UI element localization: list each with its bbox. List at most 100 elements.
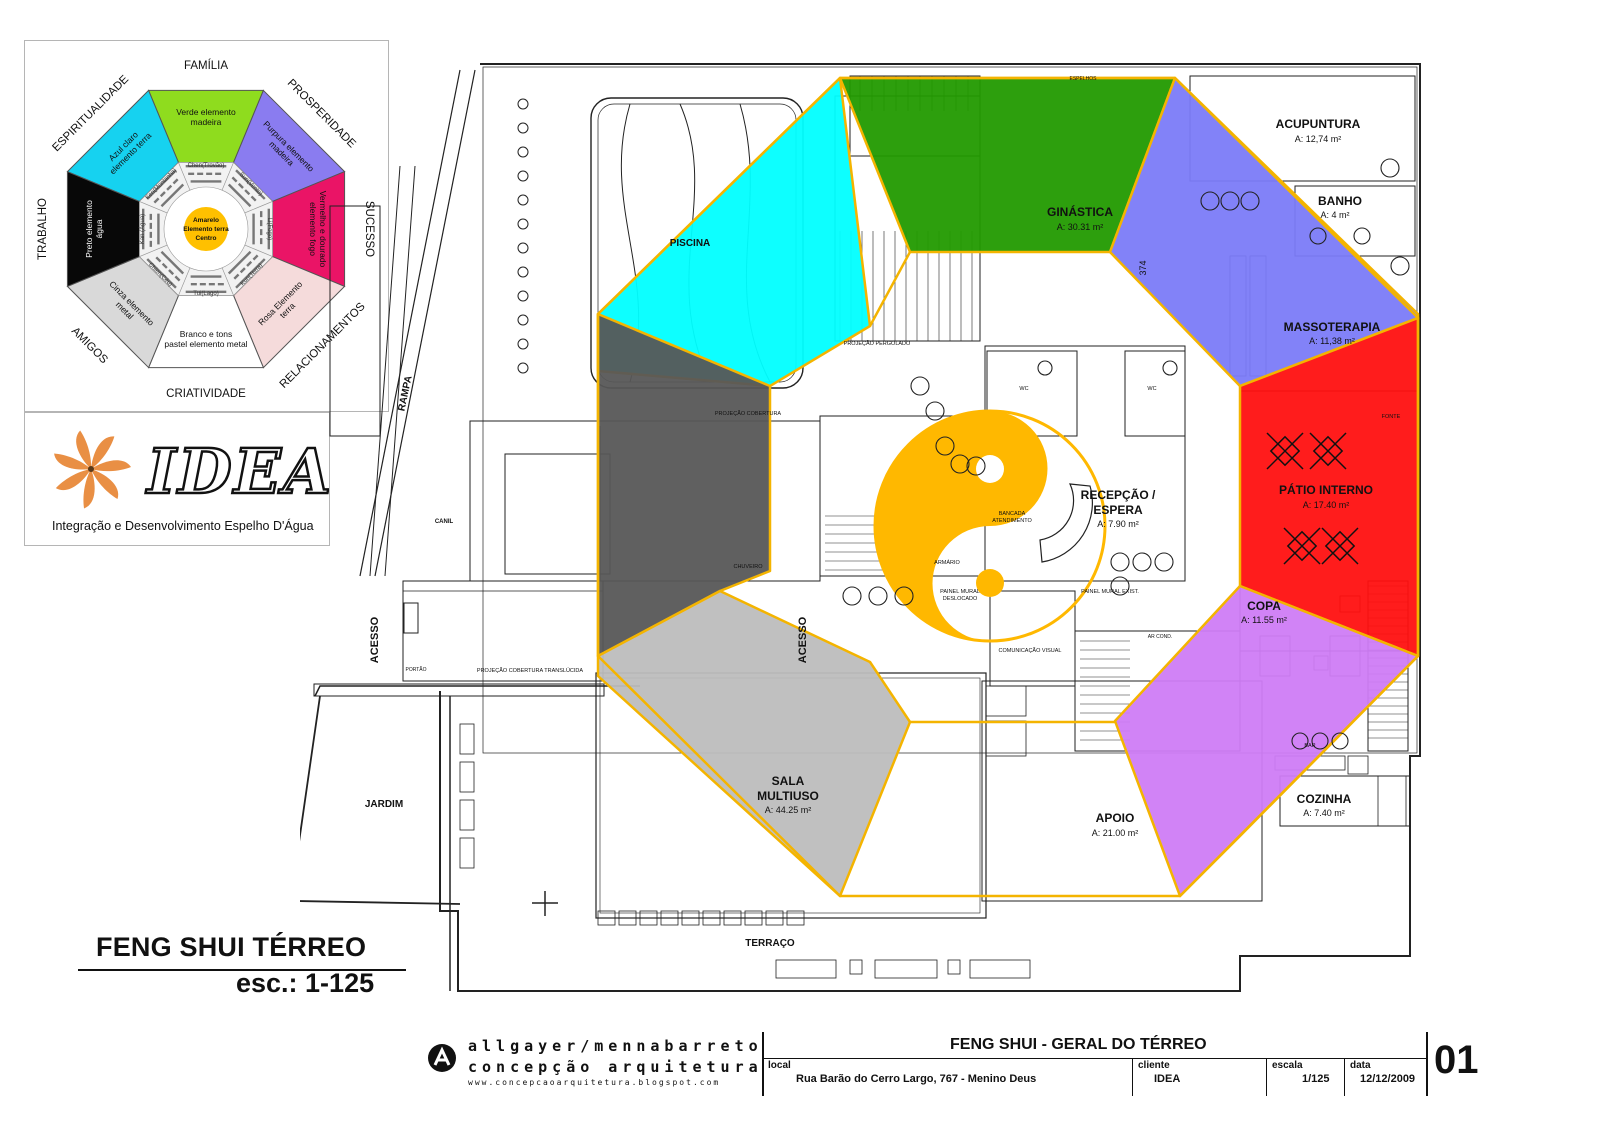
room-banho-area: A: 4 m²: [1320, 210, 1349, 220]
chair: [950, 454, 970, 474]
chair: [966, 456, 986, 476]
tb-divider: [762, 1058, 1426, 1059]
bagua-trigram-line: [231, 254, 259, 282]
room-patio: PÁTIO INTERNO: [1279, 482, 1373, 497]
logo-panel: IDEA Integração e Desenvolvimento Espelh…: [24, 412, 332, 546]
bagua-trigram-line: [235, 258, 266, 289]
ramp-edge: [384, 165, 416, 577]
reception-counter: [1039, 483, 1093, 563]
data-label: data: [1350, 1060, 1371, 1071]
bagua-trigram-line: [146, 258, 177, 289]
zone-sala: [596, 589, 912, 898]
ramp-edge: [369, 165, 401, 577]
note-bar: BAR: [1304, 743, 1315, 749]
bagua-trigram-line: [227, 250, 252, 275]
note-painel-exist: PAINEL MURAL EXIST.: [1081, 589, 1139, 595]
note-comunicacao: COMUNICAÇÃO VISUAL: [999, 647, 1062, 654]
sheet-title: FENG SHUI - GERAL DO TÉRREO: [950, 1036, 1207, 1053]
room-sala-line1: SALA: [772, 774, 805, 788]
note-armario: ARMÁRIO: [934, 559, 960, 566]
plan-scale: esc.: 1-125: [236, 968, 375, 998]
patio-table: [1321, 527, 1359, 565]
bagua-trigram-line: [153, 254, 181, 282]
bagua-trigram-line: [160, 183, 185, 208]
room-copa: COPA: [1247, 599, 1281, 613]
logo-petal: [83, 469, 95, 509]
note-fonte: FONTE: [1382, 414, 1401, 420]
logo-tagline: Integração e Desenvolvimento Espelho D'Á…: [52, 518, 314, 533]
bagua-trigram-line: [231, 176, 259, 204]
terrace-box: [947, 959, 961, 975]
ramp-edge: [359, 69, 461, 577]
tb-divider: [1132, 1058, 1133, 1096]
toilet: [1309, 227, 1327, 245]
patio-table: [1283, 527, 1321, 565]
bagua-trigram-line: [146, 169, 177, 200]
data-value: 12/12/2009: [1360, 1073, 1416, 1085]
local-value: Rua Barão do Cerro Largo, 767 - Menino D…: [796, 1073, 1037, 1085]
bagua-trigram-top: Chen(Trovão): [188, 163, 225, 169]
terrace-box: [639, 910, 658, 926]
zone-octagon-outline: [596, 76, 1420, 898]
planter: [517, 122, 529, 134]
yin-yang-dot: [976, 455, 1004, 483]
kitchen-fixture: [1377, 775, 1407, 827]
terrace-box: [681, 910, 700, 926]
room-sala-line2: MULTIUSO: [757, 789, 819, 803]
yin-yang-dot: [976, 569, 1004, 597]
terrace-bench: [874, 959, 938, 979]
planter: [517, 98, 529, 110]
planter: [517, 242, 529, 254]
bagua-trigram-left: Kan (Água): [139, 214, 146, 244]
room-recepcao-line2: ESPERA: [1093, 503, 1143, 517]
tb-divider: [762, 1032, 764, 1096]
wc-2: [1124, 350, 1186, 437]
logo-petal: [55, 469, 91, 491]
note-wc-2: WC: [1147, 386, 1156, 392]
note-bancada-2: ATENDIMENTO: [992, 518, 1032, 524]
room-banho: BANHO: [1318, 194, 1362, 208]
terrace-box: [618, 910, 637, 926]
bagua-direction-bottom_left: AMIGOS: [69, 325, 110, 366]
logo-petal: [76, 430, 92, 469]
terrace-box: [744, 910, 763, 926]
bar-stool: [1311, 732, 1329, 750]
bagua-direction-left: TRABALHO: [37, 198, 49, 260]
note-ar-cond: AR COND.: [1148, 634, 1172, 640]
bagua-trigram-line: [227, 183, 252, 208]
planter: [517, 362, 529, 374]
tb-divider: [1344, 1058, 1345, 1096]
cliente-value: IDEA: [1154, 1073, 1181, 1085]
bagua-sector-label-right: Vermelho e douradoelemento fogo: [308, 191, 328, 268]
bagua-center-label: Elemento terra: [183, 226, 229, 233]
garden-bench: [459, 799, 475, 831]
dimension-374: 374: [1138, 260, 1148, 275]
terrace-bench: [969, 959, 1031, 979]
room-ginastica-area: A: 30.31 m²: [1057, 222, 1104, 232]
gate: [403, 602, 419, 634]
bagua-trigram-line: [235, 169, 266, 200]
terrace-beam: [313, 683, 605, 697]
planter: [517, 146, 529, 158]
lavatorio: [985, 720, 1027, 757]
canil-room: [504, 453, 611, 575]
note-espelhos: ESPELHOS: [1070, 76, 1098, 82]
room-acesso-right: ACESSO: [797, 616, 809, 663]
chuveiro: [985, 685, 1027, 717]
room-massoterapia-area: A: 11,38 m²: [1309, 336, 1355, 346]
stove: [1347, 755, 1369, 775]
chair: [910, 376, 930, 396]
note-cobertura: PROJEÇÃO COBERTURA: [715, 410, 782, 417]
room-terraco: TERRAÇO: [745, 938, 795, 949]
cliente-label: cliente: [1138, 1060, 1170, 1071]
logo-center: [88, 466, 94, 472]
note-portao: PORTÃO: [405, 666, 426, 673]
patio-table: [1309, 432, 1347, 470]
chair: [1110, 552, 1130, 572]
bagua-trigram-line: [153, 176, 181, 204]
bagua-center-label: Centro: [196, 235, 217, 242]
room-ginastica: GINÁSTICA: [1047, 204, 1113, 219]
note-bancada-1: BANCADA: [999, 511, 1026, 517]
